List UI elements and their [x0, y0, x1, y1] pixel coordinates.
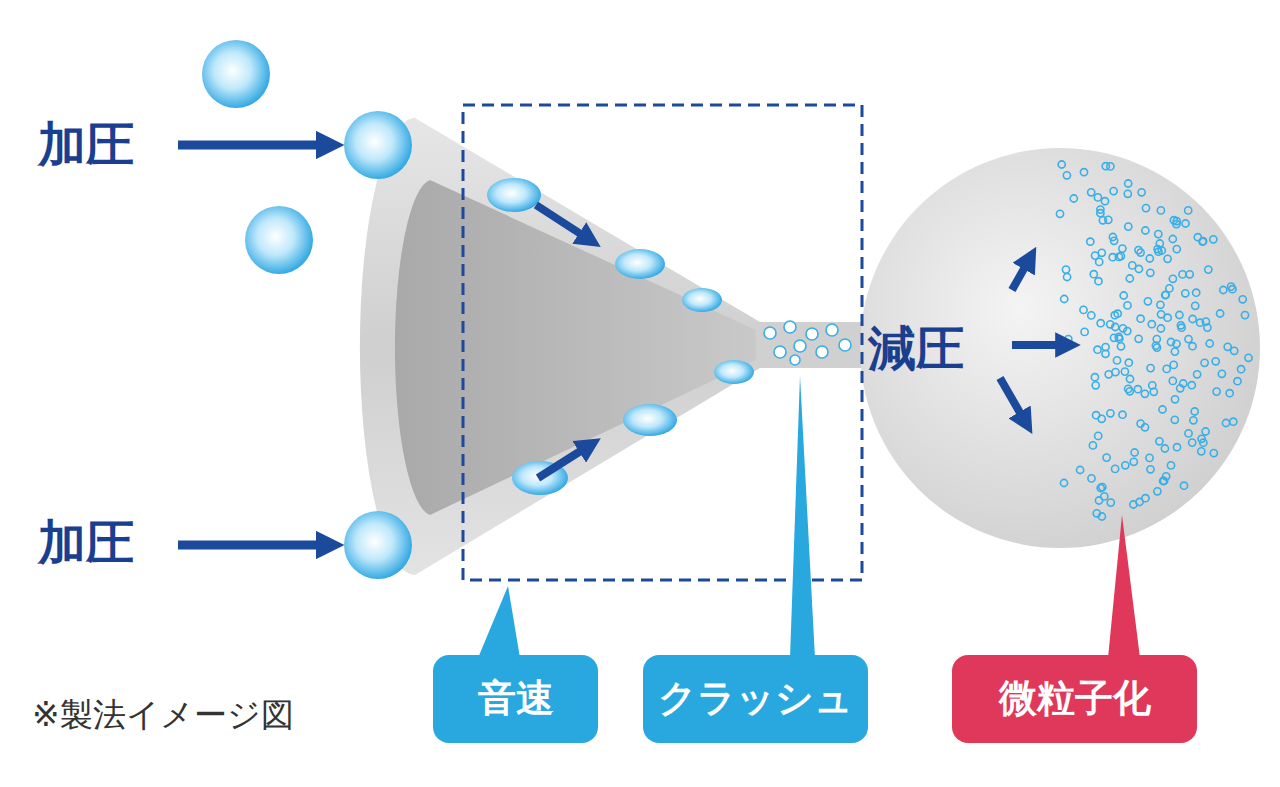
callout-pointer: [790, 376, 815, 658]
nozzle-cone: [360, 118, 760, 575]
nozzle-tube: [756, 322, 864, 368]
flow-arrow: [538, 445, 590, 478]
chamber-sphere: [860, 148, 1260, 548]
callout-text: 微粒子化: [999, 678, 1151, 720]
decompress-arrow: [1000, 378, 1026, 423]
pressure-arrow: [178, 141, 330, 150]
callout-box: 微粒子化: [952, 655, 1197, 743]
decompress-arrow: [1012, 341, 1068, 349]
crushed-particles: [764, 321, 851, 365]
decompress-arrow: [1012, 258, 1030, 290]
nozzle-inner: [395, 180, 756, 515]
callout-box: クラッシュ: [643, 655, 868, 743]
callout-text: クラッシュ: [658, 678, 853, 720]
callout-pointer: [1108, 515, 1140, 658]
particles: [202, 40, 754, 579]
pressure-label: 加圧: [38, 516, 134, 569]
callout-box: 音速: [433, 655, 598, 743]
flow-arrow: [536, 205, 590, 240]
callout-text: 音速: [478, 678, 554, 720]
decompress-label: 減圧: [868, 322, 964, 375]
pressure-label: 加圧: [38, 118, 134, 171]
pressure-arrow: [178, 541, 330, 550]
fine-particles: [1056, 161, 1252, 520]
callout-pointer: [478, 586, 520, 658]
note-text: ※製法イメージ図: [32, 697, 294, 733]
